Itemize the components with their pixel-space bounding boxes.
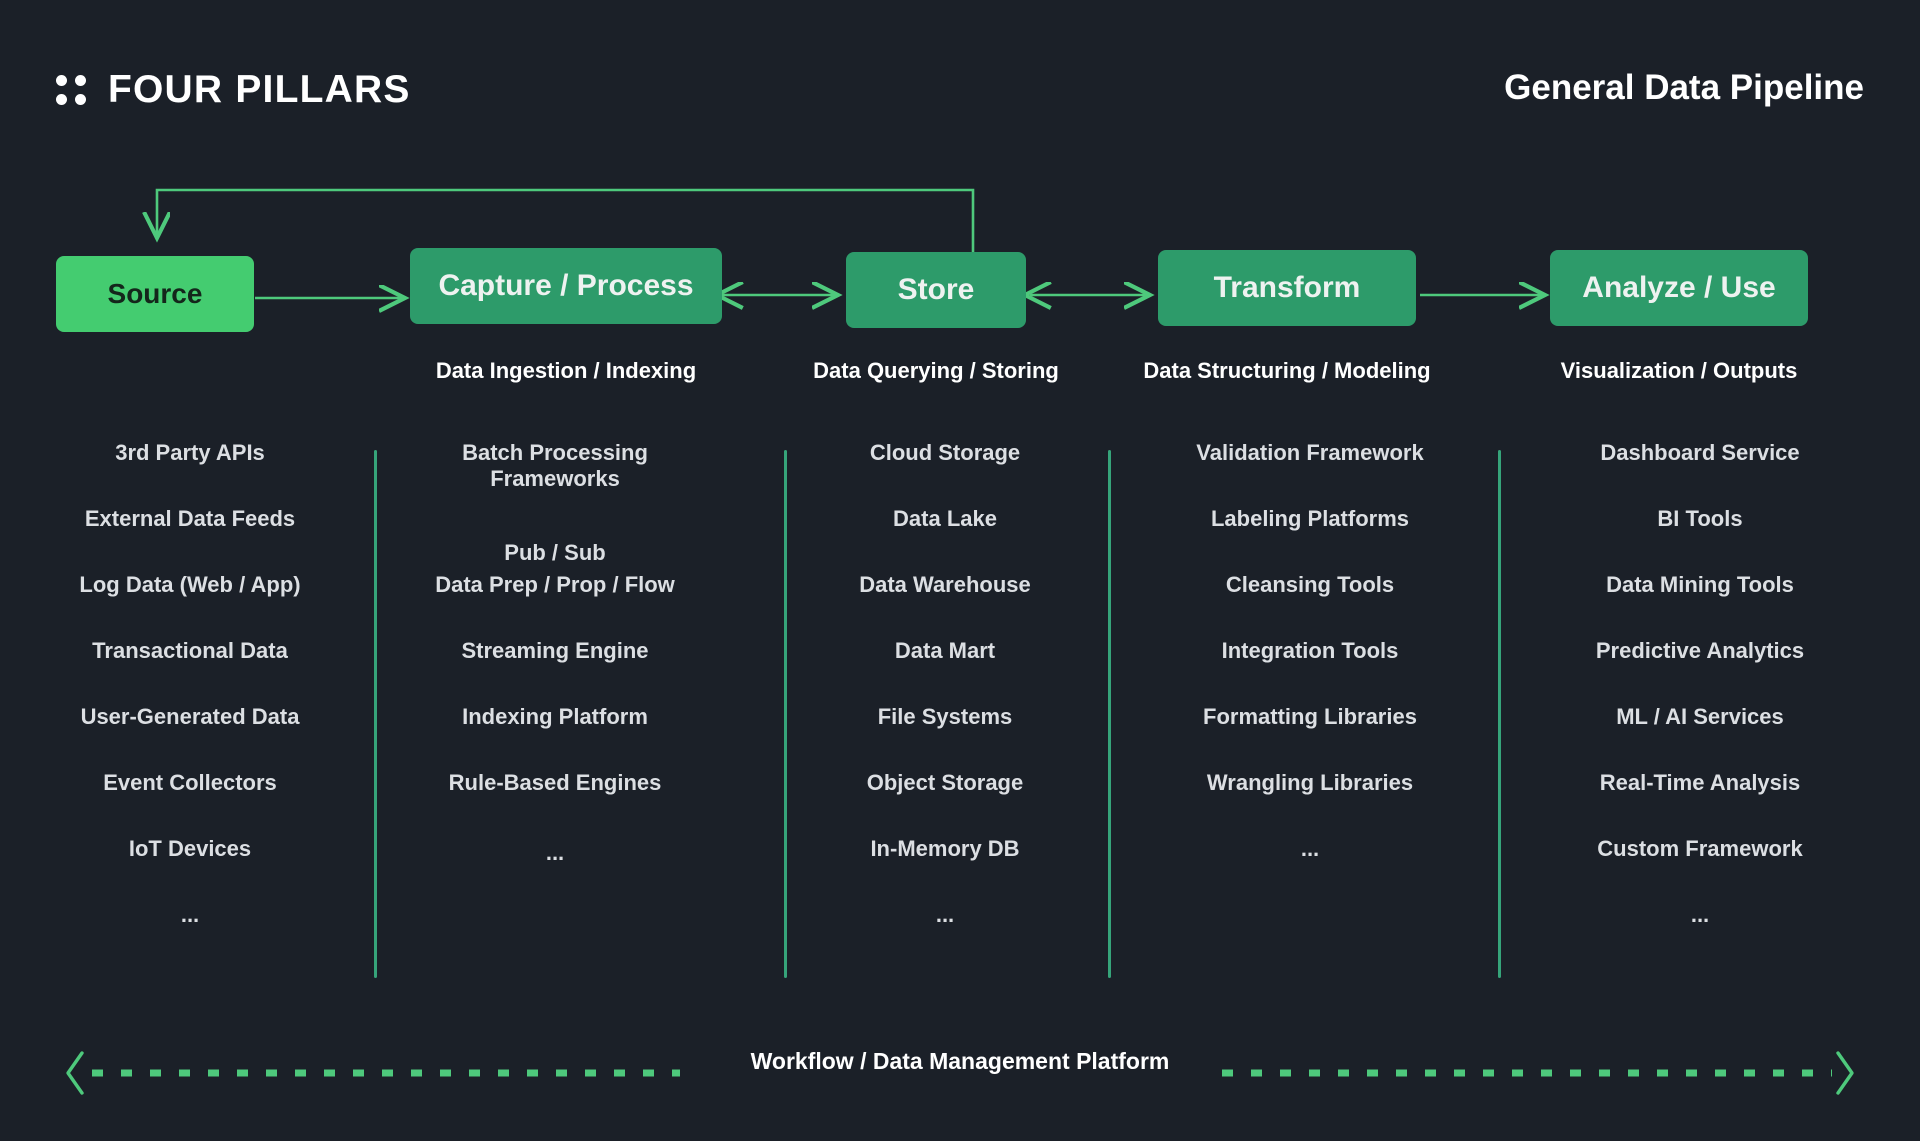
- stage-label: Source: [107, 278, 203, 309]
- column-divider: [1108, 450, 1111, 978]
- footer-dashed-arrows: [66, 1051, 1854, 1095]
- list-item-ellipsis: ...: [1690, 902, 1710, 927]
- list-item: Real-Time Analysis: [1599, 770, 1801, 795]
- list-item: Custom Framework: [1597, 836, 1803, 861]
- stage-label: Transform: [1213, 271, 1361, 304]
- column-analyze-use: Dashboard Service BI Tools Data Mining T…: [1520, 440, 1880, 968]
- stage-box-analyze-use[interactable]: Analyze / Use: [1550, 250, 1808, 326]
- list-item: Data Mart: [894, 638, 996, 663]
- list-item: User-Generated Data: [80, 704, 300, 729]
- list-item: Labeling Platforms: [1210, 506, 1410, 531]
- stage-box-capture-process[interactable]: Capture / Process: [410, 248, 722, 324]
- list-item-ellipsis: ...: [1300, 836, 1320, 861]
- header: FOUR PILLARS General Data Pipeline: [0, 36, 1920, 109]
- page-title: General Data Pipeline: [1504, 68, 1864, 107]
- footer-platform-band: Workflow / Data Management Platform: [0, 1020, 1920, 1110]
- list-item: Cleansing Tools: [1225, 572, 1395, 597]
- column-divider: [784, 450, 787, 978]
- list-item: Indexing Platform: [462, 704, 648, 729]
- column-source: 3rd Party APIs External Data Feeds Log D…: [40, 440, 340, 968]
- list-item: Batch Processing Frameworks: [462, 440, 648, 491]
- stage-box-store[interactable]: Store: [846, 252, 1026, 328]
- list-item: Data Mining Tools: [1606, 572, 1794, 597]
- list-item: External Data Feeds: [84, 506, 296, 531]
- list-item: File Systems: [877, 704, 1013, 729]
- list-item-ellipsis: ...: [935, 902, 955, 927]
- list-item: Formatting Libraries: [1203, 704, 1417, 729]
- list-item: Object Storage: [866, 770, 1024, 795]
- brand: FOUR PILLARS: [56, 70, 411, 109]
- stage-caption-transform: Data Structuring / Modeling: [1143, 358, 1431, 383]
- list-item: Data Warehouse: [859, 572, 1031, 597]
- column-divider: [374, 450, 377, 978]
- connector-store-to-source: [157, 188, 975, 258]
- chevron-right-icon: [1836, 1051, 1854, 1095]
- stage-box-source[interactable]: Source: [56, 256, 254, 332]
- brand-name: FOUR PILLARS: [108, 68, 411, 111]
- list-item: Dashboard Service: [1600, 440, 1800, 465]
- stage-label: Analyze / Use: [1582, 271, 1776, 304]
- stage-label: Store: [897, 273, 975, 306]
- list-item: Transactional Data: [92, 638, 288, 663]
- list-item: Cloud Storage: [869, 440, 1021, 465]
- list-item: Data Lake: [893, 506, 997, 531]
- stage-label: Capture / Process: [438, 269, 694, 302]
- list-item: ML / AI Services: [1616, 704, 1784, 729]
- list-item-ellipsis: ...: [180, 902, 200, 927]
- list-item: Rule-Based Engines: [448, 770, 662, 795]
- list-item: Pub / Sub: [504, 540, 606, 565]
- stage-caption-store: Data Querying / Storing: [813, 358, 1059, 383]
- four-dots-icon: [56, 74, 86, 105]
- list-item: Streaming Engine: [461, 638, 649, 663]
- list-item: Log Data (Web / App): [79, 572, 301, 597]
- list-item: IoT Devices: [128, 836, 252, 861]
- stage-caption-capture-process: Data Ingestion / Indexing: [435, 358, 697, 383]
- column-capture-process: Batch Processing Frameworks Pub / Sub Da…: [400, 440, 710, 902]
- column-transform: Validation Framework Labeling Platforms …: [1130, 440, 1490, 902]
- list-item: 3rd Party APIs: [115, 440, 265, 465]
- list-item: Predictive Analytics: [1595, 638, 1805, 663]
- list-item: Validation Framework: [1196, 440, 1424, 465]
- column-store: Cloud Storage Data Lake Data Warehouse D…: [810, 440, 1080, 968]
- list-item: Event Collectors: [103, 770, 277, 795]
- footer-label: Workflow / Data Management Platform: [750, 1048, 1170, 1074]
- stage-caption-analyze-use: Visualization / Outputs: [1560, 358, 1798, 383]
- list-item: Wrangling Libraries: [1206, 770, 1414, 795]
- stage-item-columns: 3rd Party APIs External Data Feeds Log D…: [0, 440, 1920, 980]
- pipeline-connectors: [0, 188, 1920, 420]
- list-item: Integration Tools: [1221, 638, 1399, 663]
- chevron-left-icon: [66, 1051, 84, 1095]
- column-divider: [1498, 450, 1501, 978]
- stage-box-transform[interactable]: Transform: [1158, 250, 1416, 326]
- list-item-ellipsis: ...: [545, 840, 565, 865]
- list-item: Data Prep / Prop / Flow: [435, 572, 675, 597]
- list-item: In-Memory DB: [870, 836, 1020, 861]
- list-item: BI Tools: [1657, 506, 1743, 531]
